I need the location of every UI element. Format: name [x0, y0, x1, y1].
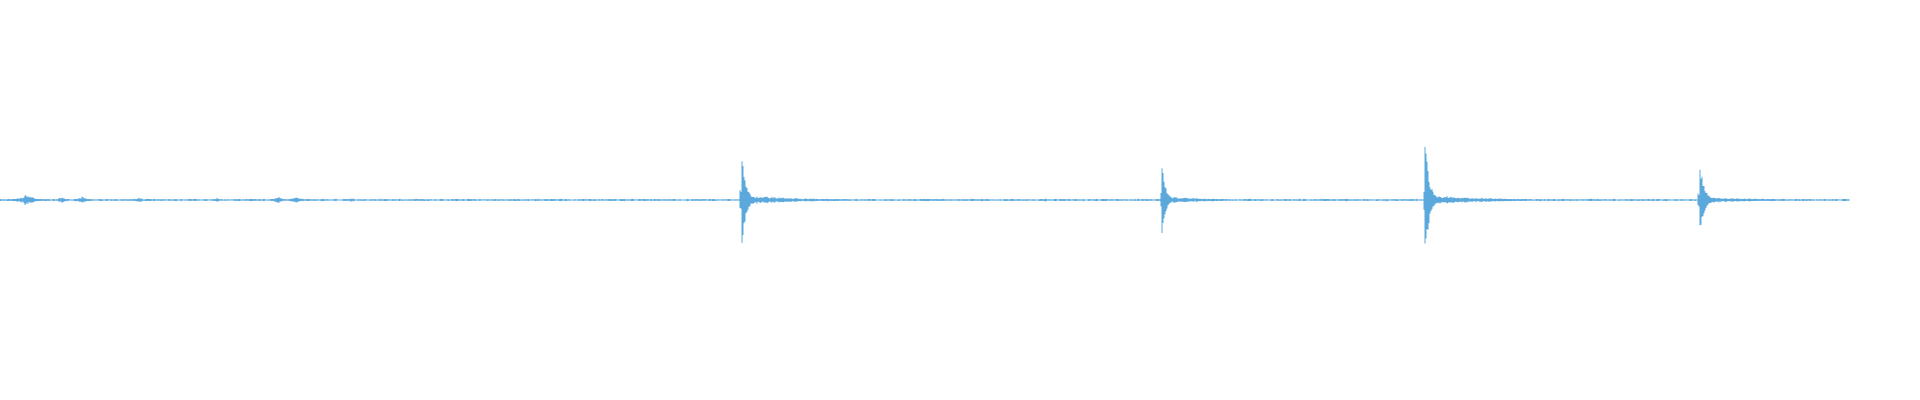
waveform-trace [0, 146, 1850, 244]
